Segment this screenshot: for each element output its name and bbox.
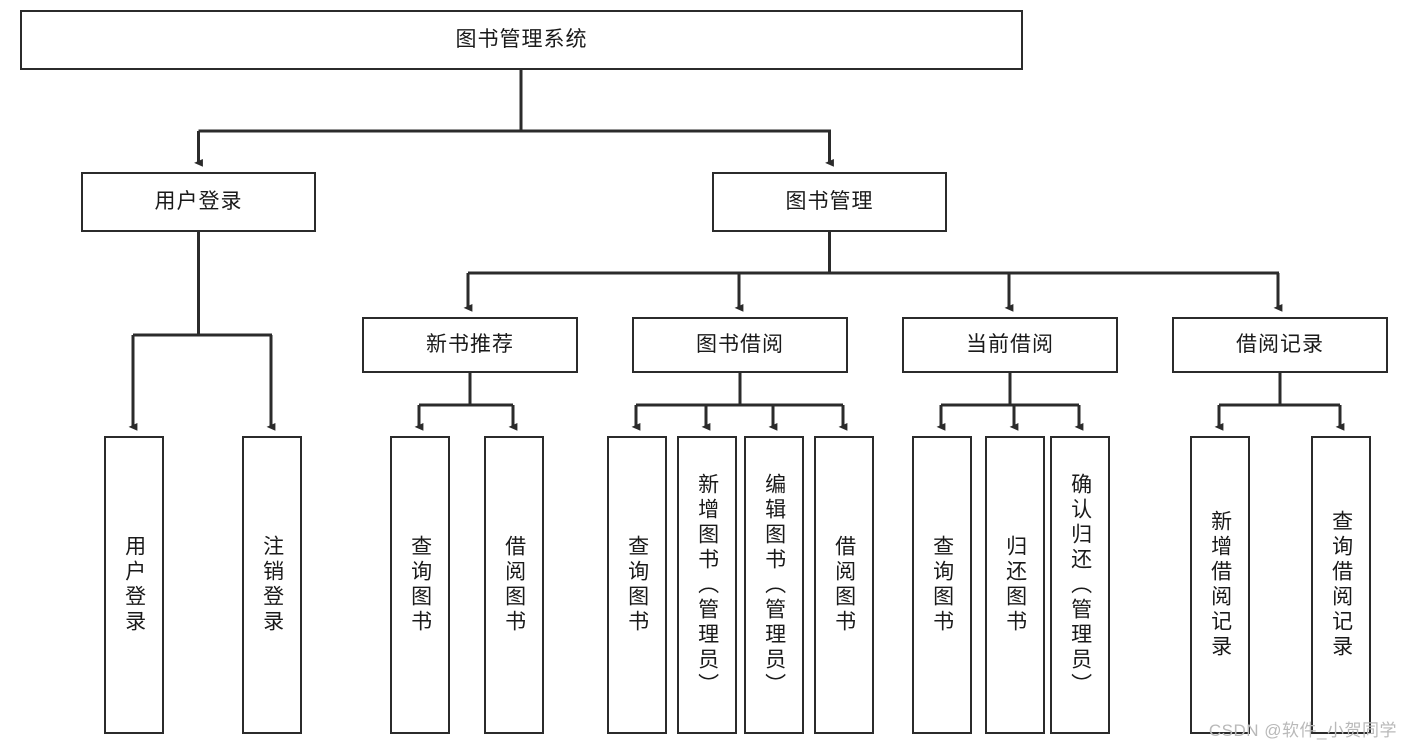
- node-leaf-add-borrow-record[interactable]: 新增借阅记录: [1190, 436, 1250, 734]
- node-leaf-query-borrow-record[interactable]: 查询借阅记录: [1311, 436, 1371, 734]
- node-new-book-recommend-label: 新书推荐: [426, 333, 514, 357]
- node-borrow-records-label: 借阅记录: [1236, 333, 1324, 357]
- node-current-borrow[interactable]: 当前借阅: [902, 317, 1118, 373]
- node-leaf-user-login-label: 用户登录: [122, 535, 146, 635]
- node-root-label: 图书管理系统: [455, 28, 588, 52]
- node-leaf-query-book-2[interactable]: 查询图书: [607, 436, 667, 734]
- node-leaf-user-logout[interactable]: 注销登录: [242, 436, 302, 734]
- node-leaf-edit-book[interactable]: 编辑图书（管理员）: [744, 436, 804, 734]
- node-book-borrow-label: 图书借阅: [696, 333, 784, 357]
- node-leaf-confirm-return-label: 确认归还（管理员）: [1068, 472, 1092, 698]
- node-leaf-query-book-3-label: 查询图书: [930, 535, 954, 635]
- node-leaf-add-book[interactable]: 新增图书（管理员）: [677, 436, 737, 734]
- node-leaf-query-borrow-record-label: 查询借阅记录: [1329, 510, 1353, 660]
- node-leaf-query-book-1[interactable]: 查询图书: [390, 436, 450, 734]
- node-borrow-records[interactable]: 借阅记录: [1172, 317, 1388, 373]
- node-leaf-add-borrow-record-label: 新增借阅记录: [1208, 510, 1232, 660]
- node-current-borrow-label: 当前借阅: [966, 333, 1054, 357]
- node-leaf-borrow-book-2[interactable]: 借阅图书: [814, 436, 874, 734]
- node-leaf-return-book[interactable]: 归还图书: [985, 436, 1045, 734]
- node-root[interactable]: 图书管理系统: [20, 10, 1023, 70]
- node-book-borrow[interactable]: 图书借阅: [632, 317, 848, 373]
- node-book-management[interactable]: 图书管理: [712, 172, 947, 232]
- node-user-login[interactable]: 用户登录: [81, 172, 316, 232]
- node-leaf-borrow-book-1[interactable]: 借阅图书: [484, 436, 544, 734]
- node-leaf-borrow-book-2-label: 借阅图书: [832, 535, 856, 635]
- node-new-book-recommend[interactable]: 新书推荐: [362, 317, 578, 373]
- node-leaf-edit-book-label: 编辑图书（管理员）: [762, 472, 786, 698]
- node-leaf-return-book-label: 归还图书: [1003, 535, 1027, 635]
- node-leaf-user-login[interactable]: 用户登录: [104, 436, 164, 734]
- node-leaf-query-book-1-label: 查询图书: [408, 535, 432, 635]
- node-leaf-user-logout-label: 注销登录: [260, 535, 284, 635]
- node-leaf-query-book-3[interactable]: 查询图书: [912, 436, 972, 734]
- csdn-watermark: CSDN @软件_小贺同学: [1208, 721, 1397, 740]
- node-user-login-label: 用户登录: [154, 190, 243, 214]
- node-leaf-confirm-return[interactable]: 确认归还（管理员）: [1050, 436, 1110, 734]
- node-leaf-query-book-2-label: 查询图书: [625, 535, 649, 635]
- node-book-management-label: 图书管理: [785, 190, 874, 214]
- node-leaf-add-book-label: 新增图书（管理员）: [695, 472, 719, 698]
- node-leaf-borrow-book-1-label: 借阅图书: [502, 535, 526, 635]
